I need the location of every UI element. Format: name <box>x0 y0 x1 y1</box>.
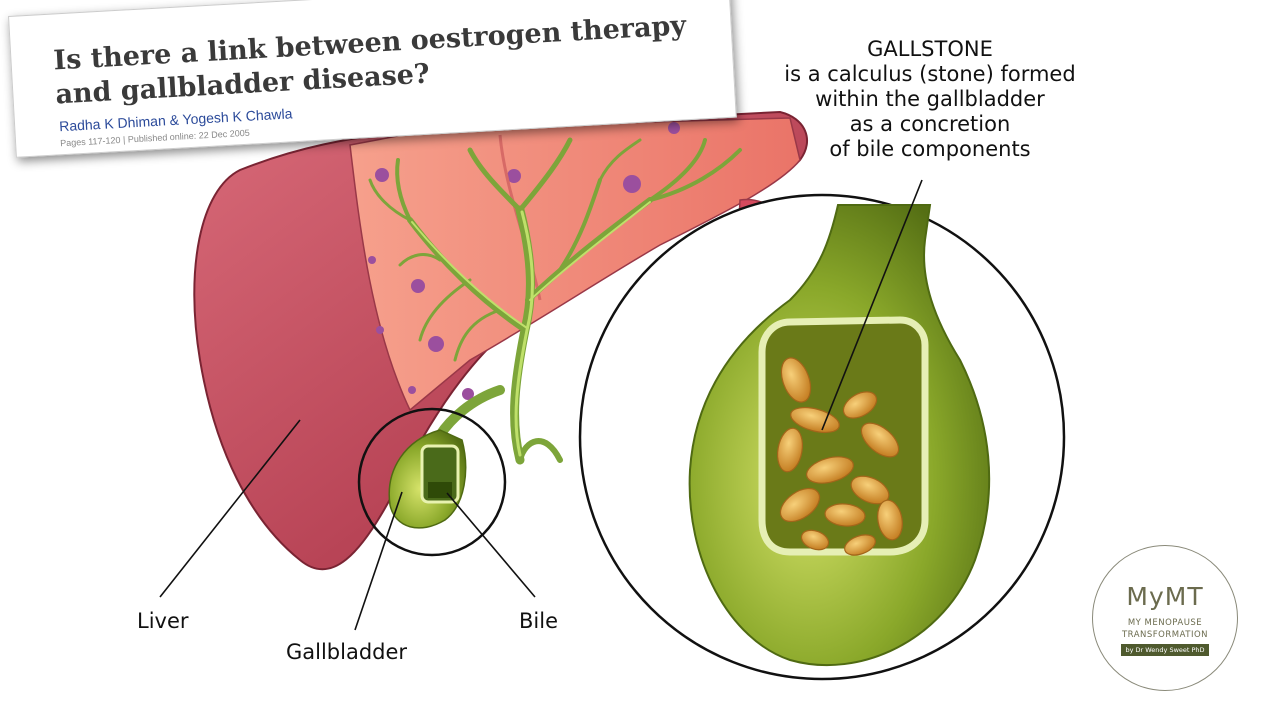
small-gallbladder <box>388 385 505 529</box>
logo-line2: TRANSFORMATION <box>1121 630 1209 640</box>
logo-line1: MY MENOPAUSE <box>1127 618 1203 628</box>
caption-heading: GALLSTONE <box>867 37 993 61</box>
leader-lines <box>159 179 923 631</box>
bile-label: Bile <box>519 609 558 633</box>
liver-vessel-dots <box>368 122 680 400</box>
zoom-circle <box>578 193 1066 681</box>
caption-line: is a calculus (stone) formed <box>784 62 1076 86</box>
logo-mark: MyMT <box>1126 582 1204 611</box>
caption-line: within the gallbladder <box>815 87 1045 111</box>
small-zoom-circle <box>357 407 507 557</box>
mymt-logo: MyMT MY MENOPAUSE TRANSFORMATION by Dr W… <box>1092 545 1238 691</box>
logo-byline: by Dr Wendy Sweet PhD <box>1121 644 1209 656</box>
caption-line: as a concretion <box>849 112 1011 136</box>
gallbladder-label: Gallbladder <box>286 640 408 664</box>
liver-label: Liver <box>137 609 189 633</box>
caption-line: of bile components <box>829 137 1031 161</box>
bile-duct-tree-highlight <box>411 201 651 457</box>
gallstones <box>776 357 903 556</box>
gallstone-caption: GALLSTONE is a calculus (stone) formed w… <box>760 37 1100 162</box>
article-title: Is there a link between oestrogen therap… <box>52 10 687 111</box>
